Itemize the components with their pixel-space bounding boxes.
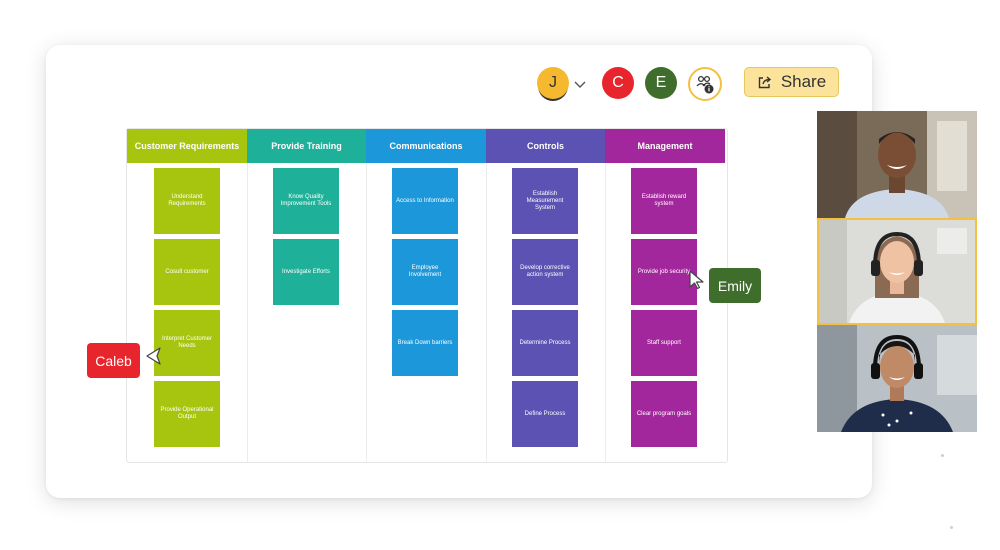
cursor-arrow-icon [146,347,161,365]
chevron-down-icon[interactable] [574,78,586,90]
column-management: Management Establish reward system Provi… [605,129,725,462]
decor-dot [941,454,944,457]
sticky-note[interactable]: Know Quality Improvement Tools [273,168,339,234]
video-tile-participant-1[interactable] [817,111,977,218]
column-header[interactable]: Provide Training [247,129,366,163]
column-controls: Controls Establish Measurement System De… [486,129,606,462]
sticky-note[interactable]: Develop corrective action system [512,239,578,305]
sticky-note[interactable]: Cosult customer [154,239,220,305]
sticky-note[interactable]: Interpret Customer Needs [154,310,220,376]
sticky-note[interactable]: Establish Measurement System [512,168,578,234]
sticky-note[interactable]: Understand Requirements [154,168,220,234]
sticky-note[interactable]: Break Down barriers [392,310,458,376]
sticky-note[interactable]: Access to Information [392,168,458,234]
cursor-arrow-icon [689,270,704,289]
users-info-icon [696,75,714,94]
cursor-label-caleb: Caleb [87,343,140,378]
participant-photo [817,325,977,432]
participants-button[interactable] [688,67,722,101]
cursor-label-emily: Emily [709,268,761,303]
column-header[interactable]: Controls [486,129,605,163]
share-label: Share [780,72,827,91]
participant-photo [819,220,975,323]
share-button[interactable]: Share [744,67,839,97]
column-header[interactable]: Communications [366,129,486,163]
sticky-note[interactable]: Clear program goals [631,381,697,447]
sticky-note[interactable]: Determine Process [512,310,578,376]
decor-dot [950,526,953,529]
column-customer-requirements: Customer Requirements Understand Require… [127,129,248,462]
sticky-note[interactable]: Investigate Efforts [273,239,339,305]
column-communications: Communications Access to Information Emp… [366,129,487,462]
sticky-note[interactable]: Establish reward system [631,168,697,234]
sticky-note[interactable]: Define Process [512,381,578,447]
video-tile-participant-3[interactable] [817,325,977,432]
avatar-j[interactable]: J [537,67,569,99]
avatar-e[interactable]: E [645,67,677,99]
avatar-c[interactable]: C [602,67,634,99]
sticky-note[interactable]: Employee Involvement [392,239,458,305]
share-icon [758,76,771,89]
column-header[interactable]: Customer Requirements [127,129,247,163]
participant-photo [817,111,977,218]
sticky-note[interactable]: Provide job security [631,239,697,305]
sticky-note[interactable]: Staff support [631,310,697,376]
video-tile-participant-2[interactable] [817,218,977,325]
column-header[interactable]: Management [605,129,725,163]
kanban-board: Customer Requirements Understand Require… [126,128,728,463]
sticky-note[interactable]: Provide Operational Output [154,381,220,447]
column-provide-training: Provide Training Know Quality Improvemen… [247,129,367,462]
